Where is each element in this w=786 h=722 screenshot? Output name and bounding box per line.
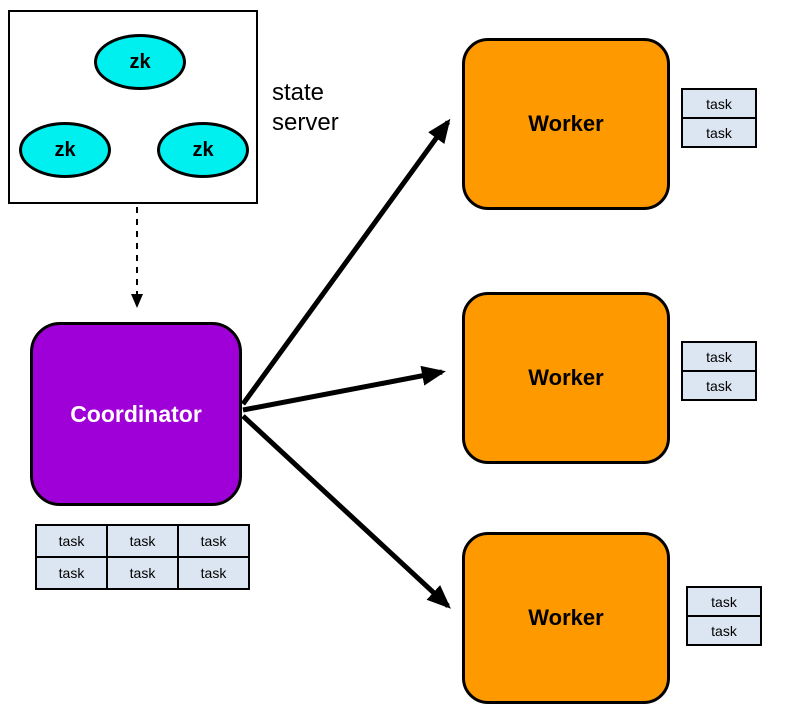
zk-node-2: zk [19, 122, 111, 178]
task-cell: task [681, 117, 757, 148]
coordinator-label: Coordinator [70, 400, 202, 427]
task-cell: task [177, 556, 250, 590]
worker-2-task-stack: task task [681, 341, 757, 401]
zk-node-3: zk [157, 122, 249, 178]
coordinator-task-queue: task task task task task task [35, 524, 250, 590]
task-cell: task [686, 586, 762, 617]
task-cell: task [681, 88, 757, 119]
worker-node-1: Worker [462, 38, 670, 210]
worker-3-task-stack: task task [686, 586, 762, 646]
task-cell: task [681, 370, 757, 401]
zk-node-label: zk [129, 50, 151, 73]
task-cell: task [35, 524, 108, 558]
task-cell: task [681, 341, 757, 372]
coordinator-to-worker-1-arrow [240, 118, 451, 406]
worker-node-2: Worker [462, 292, 670, 464]
coordinator-node: Coordinator [30, 322, 242, 506]
task-queue-row: task task task [35, 556, 250, 590]
worker-label: Worker [528, 605, 604, 630]
task-queue-row: task task task [35, 524, 250, 558]
zk-node-label: zk [54, 138, 76, 161]
task-cell: task [177, 524, 250, 558]
coordinator-to-worker-3-arrow [241, 414, 451, 609]
coordinator-to-worker-2-arrow [242, 365, 446, 413]
task-cell: task [35, 556, 108, 590]
zk-node-label: zk [192, 138, 214, 161]
state-server-label: state server [272, 79, 339, 136]
worker-label: Worker [528, 111, 604, 136]
task-cell: task [686, 615, 762, 646]
worker-1-task-stack: task task [681, 88, 757, 148]
task-cell: task [106, 556, 179, 590]
zk-node-1: zk [94, 34, 186, 90]
worker-label: Worker [528, 365, 604, 390]
worker-node-3: Worker [462, 532, 670, 704]
task-cell: task [106, 524, 179, 558]
